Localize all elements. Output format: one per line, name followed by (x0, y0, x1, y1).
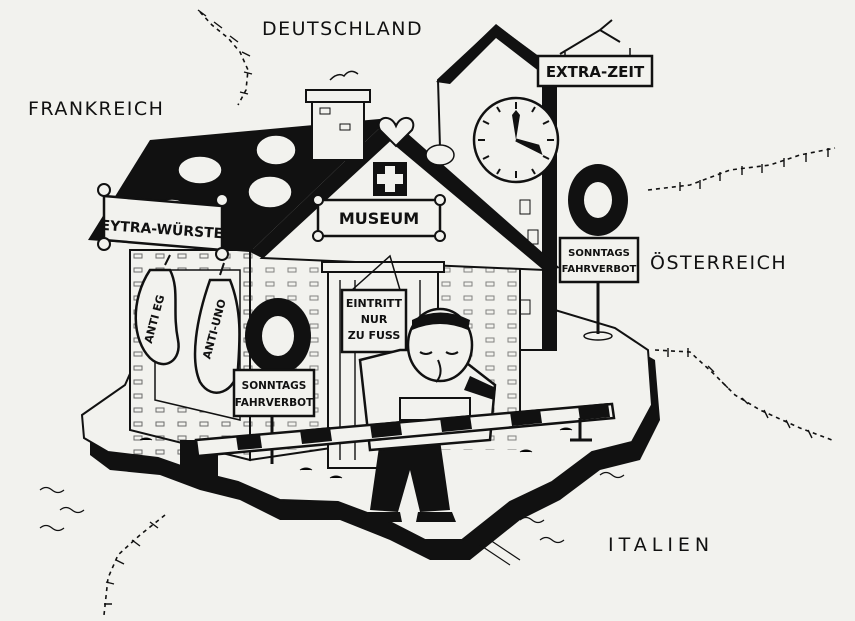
driving-ban-right-line-1: SONNTAGS (568, 248, 630, 259)
extra-zeit-label: EXTRA-ZEIT (546, 63, 645, 81)
roof-gable (250, 118, 560, 270)
sausage-right (193, 278, 241, 394)
driving-ban-sign-left: SONNTAGS FAHRVERBOT (232, 368, 316, 464)
chimney (311, 97, 365, 161)
water-waves (39, 471, 625, 566)
label-oesterreich: ÖSTERREICH (650, 252, 788, 274)
driving-ban-left-line-2: FAHRVERBOT (235, 397, 314, 409)
tire-left (245, 298, 311, 374)
museum-label: MUSEUM (339, 209, 419, 228)
clock-hand-hour (515, 138, 543, 155)
ground-hatching (139, 407, 613, 479)
entrance-line-2: NUR (361, 313, 388, 326)
entrance-line-1: EINTRITT (346, 297, 403, 310)
clock-hand-minute (512, 110, 520, 140)
label-deutschland: DEUTSCHLAND (262, 18, 424, 40)
driving-ban-left-line-1: SONNTAGS (242, 380, 307, 392)
guard-cap (412, 312, 470, 330)
extra-wuerste-sign: EYTRA-WÜRSTE (97, 183, 229, 261)
sausage-left (134, 268, 180, 366)
swiss-cross-icon (377, 166, 403, 192)
tire-right (568, 164, 628, 236)
entrance-sign: EINTRITT NUR ZU FUSS (340, 254, 408, 354)
museum-sign: MUSEUM (312, 194, 446, 242)
guard-legs (370, 440, 450, 512)
driving-ban-sign-right: SONNTAGS FAHRVERBOT (558, 236, 640, 341)
extra-zeit-sign: EXTRA-ZEIT (536, 19, 654, 88)
guard-head (406, 307, 474, 383)
sausages: ANTI EG ANTI-UNO (134, 254, 241, 394)
driving-ban-right-line-2: FAHRVERBOT (562, 264, 637, 275)
smoke (329, 70, 359, 81)
roof-stones (155, 134, 455, 222)
label-italien: ITALIEN (608, 534, 715, 556)
border-barrier (180, 402, 616, 480)
border-crosses (104, 9, 829, 605)
entrance-line-3: ZU FUSS (348, 329, 401, 342)
heart-icon (377, 116, 415, 148)
label-frankreich: FRANKREICH (28, 98, 165, 120)
